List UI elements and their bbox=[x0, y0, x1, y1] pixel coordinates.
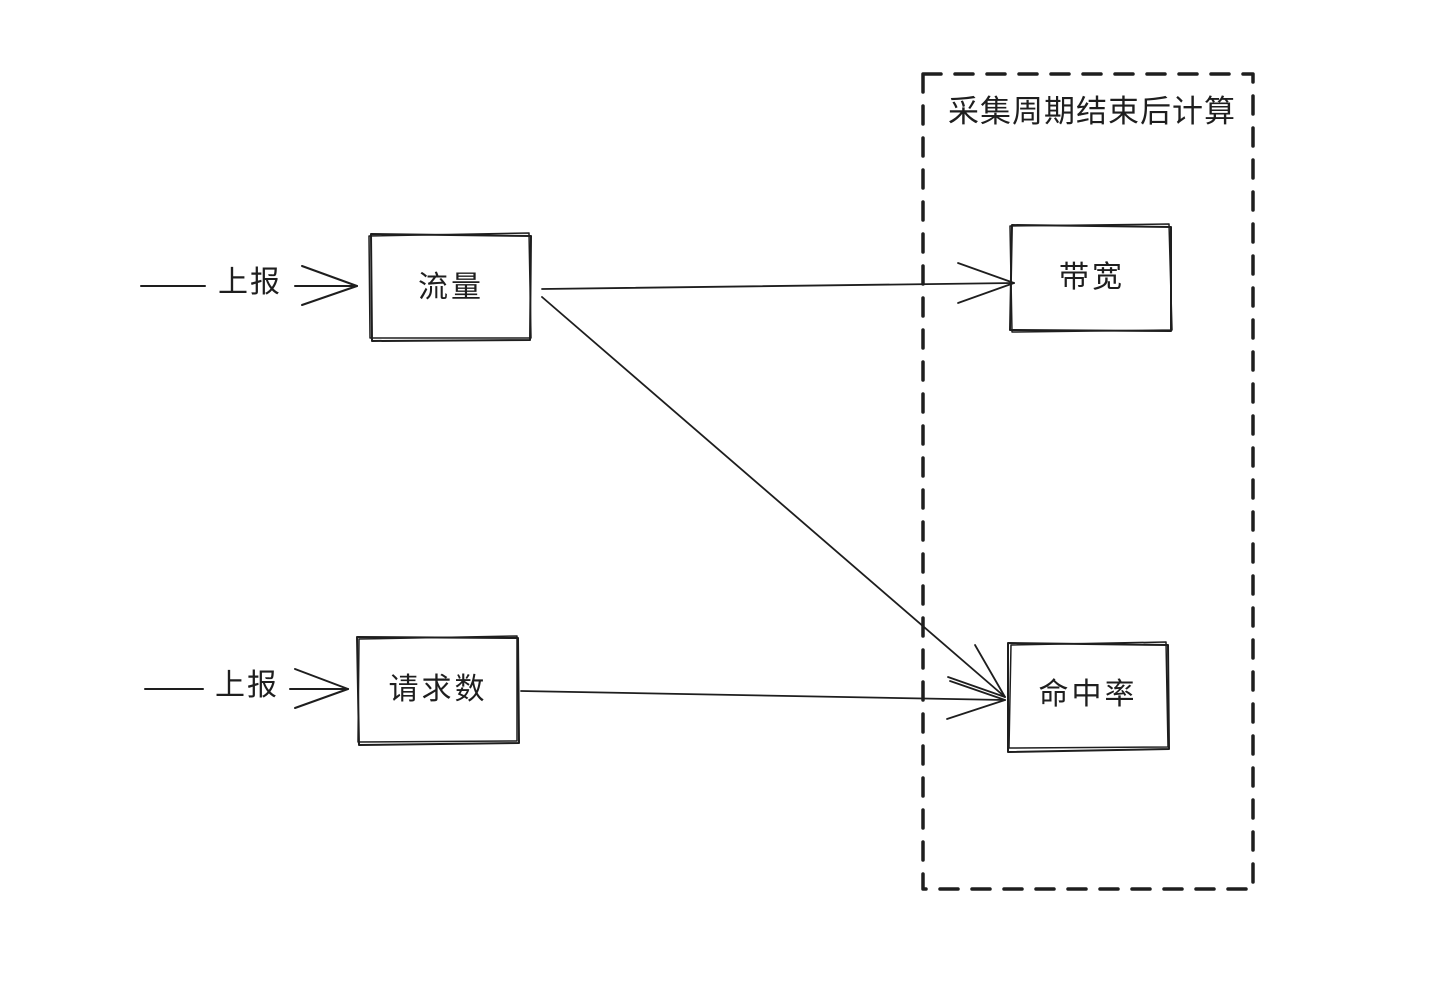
edge-traffic-to-hit-rate bbox=[541, 296, 1006, 698]
edge-traffic-to-bandwidth bbox=[541, 262, 1015, 304]
input-arrow-traffic bbox=[140, 265, 358, 306]
input-label-requests: 上报 bbox=[215, 668, 279, 703]
group-frame bbox=[921, 72, 1255, 891]
input-arrow-requests bbox=[144, 668, 349, 709]
node-hit-rate-label: 命中率 bbox=[1038, 677, 1138, 712]
node-requests-box bbox=[356, 635, 520, 746]
input-label-traffic: 上报 bbox=[218, 265, 282, 300]
node-bandwidth-box bbox=[1009, 223, 1173, 333]
node-requests-label: 请求数 bbox=[388, 672, 488, 707]
group-title: 采集周期结束后计算 bbox=[948, 94, 1236, 130]
node-bandwidth-label: 带宽 bbox=[1059, 260, 1125, 295]
node-traffic-box bbox=[368, 232, 532, 342]
edge-requests-to-hit-rate bbox=[520, 680, 1006, 720]
node-traffic-label: 流量 bbox=[418, 270, 484, 305]
node-hit-rate-box bbox=[1007, 641, 1170, 753]
